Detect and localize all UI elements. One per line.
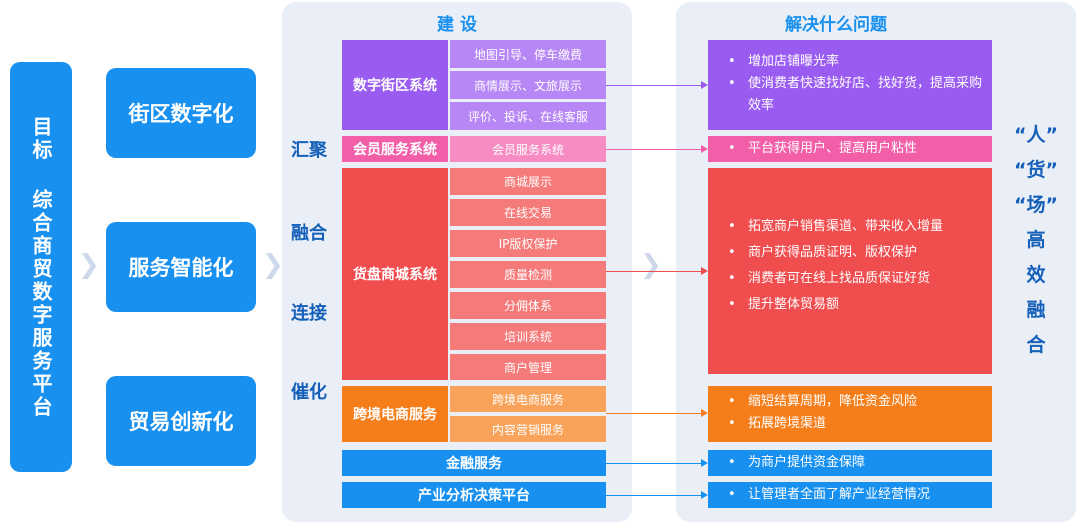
street-system-label: 数字街区系统 (342, 40, 448, 130)
analysis-label: 产业分析决策平台 (342, 482, 606, 508)
mall-item: IP版权保护 (450, 230, 606, 257)
arrow-analysis (606, 495, 702, 496)
mall-item: 商城展示 (450, 168, 606, 195)
arrow-head-icon (701, 409, 708, 417)
solve-header: 解决什么问题 (785, 15, 887, 35)
slogan-char: “货” (1014, 159, 1058, 181)
chevron-right-icon: ❯ (262, 250, 284, 280)
verb-catalyze: 催化 (291, 382, 327, 403)
mall-item: 质量检测 (450, 261, 606, 288)
arrow-head-icon (701, 145, 708, 153)
result-item: 拓宽商户销售渠道、带来收入增量 (722, 216, 992, 238)
result-street: 增加店铺曝光率 使消费者快速找好店、找好货，提高采购效率 (708, 40, 992, 130)
pillar-trade-innovation: 贸易创新化 (106, 376, 256, 466)
mall-item: 培训系统 (450, 323, 606, 350)
result-item: 拓展跨境渠道 (722, 413, 992, 435)
verb-fuse: 融合 (291, 223, 327, 244)
ecom-item: 内容营销服务 (450, 416, 606, 442)
slogan-char: 融 (1026, 299, 1046, 321)
chevron-right-icon: ❯ (78, 250, 100, 280)
mall-system-label: 货盘商城系统 (342, 168, 448, 380)
pillar-label: 贸易创新化 (128, 410, 234, 434)
result-member: 平台获得用户、提高用户粘性 (708, 136, 992, 162)
arrow-ecom (606, 413, 702, 414)
slogan-column: “人” “货” “场” 高 效 融 合 (1000, 118, 1072, 363)
result-item: 缩短结算周期，降低资金风险 (722, 391, 992, 413)
pillar-label: 服务智能化 (128, 256, 234, 280)
result-ecom: 缩短结算周期，降低资金风险 拓展跨境渠道 (708, 386, 992, 442)
result-finance: 为商户提供资金保障 (708, 450, 992, 476)
finance-label: 金融服务 (342, 450, 606, 476)
goal-tile: 目标 综合商贸数字服务平台 (10, 62, 72, 472)
street-item: 商情展示、文旅展示 (450, 71, 606, 99)
street-item: 评价、投诉、在线客服 (450, 102, 606, 130)
pillar-street-digital: 街区数字化 (106, 68, 256, 158)
slogan-char: “场” (1014, 194, 1058, 216)
arrow-head-icon (701, 491, 708, 499)
arrow-head-icon (701, 267, 708, 275)
mall-item: 在线交易 (450, 199, 606, 226)
arrow-head-icon (701, 81, 708, 89)
verb-gather: 汇聚 (291, 140, 327, 161)
result-item: 商户获得品质证明、版权保护 (722, 242, 992, 264)
mall-item: 分佣体系 (450, 292, 606, 319)
pillar-service-smart: 服务智能化 (106, 222, 256, 312)
goal-text: 目标 综合商贸数字服务平台 (29, 115, 53, 419)
pillar-label: 街区数字化 (128, 102, 234, 126)
arrow-street (606, 85, 702, 86)
arrow-mall (606, 271, 702, 272)
member-item: 会员服务系统 (450, 136, 606, 162)
slogan-char: 高 (1026, 229, 1046, 251)
result-analysis: 让管理者全面了解产业经营情况 (708, 482, 992, 508)
chevron-right-icon: ❯ (640, 250, 662, 280)
verb-connect: 连接 (291, 303, 327, 324)
ecom-system-label: 跨境电商服务 (342, 386, 448, 442)
arrow-member (606, 149, 702, 150)
result-item: 增加店铺曝光率 (722, 51, 992, 73)
slogan-char: 效 (1026, 264, 1046, 286)
result-item: 平台获得用户、提高用户粘性 (722, 138, 992, 160)
result-mall: 拓宽商户销售渠道、带来收入增量 商户获得品质证明、版权保护 消费者可在线上找品质… (708, 168, 992, 374)
result-item: 使消费者快速找好店、找好货，提高采购效率 (722, 73, 992, 117)
slogan-char: 合 (1026, 334, 1046, 356)
slogan-char: “人” (1014, 124, 1058, 146)
mall-item: 商户管理 (450, 354, 606, 380)
result-item: 消费者可在线上找品质保证好货 (722, 268, 992, 290)
arrow-finance (606, 463, 702, 464)
result-item: 提升整体贸易额 (722, 294, 992, 316)
member-system-label: 会员服务系统 (342, 136, 448, 162)
result-item: 为商户提供资金保障 (722, 452, 992, 474)
street-item: 地图引导、停车缴费 (450, 40, 606, 68)
arrow-head-icon (701, 459, 708, 467)
build-header: 建 设 (437, 15, 477, 35)
result-item: 让管理者全面了解产业经营情况 (722, 484, 992, 506)
ecom-item: 跨境电商服务 (450, 386, 606, 412)
